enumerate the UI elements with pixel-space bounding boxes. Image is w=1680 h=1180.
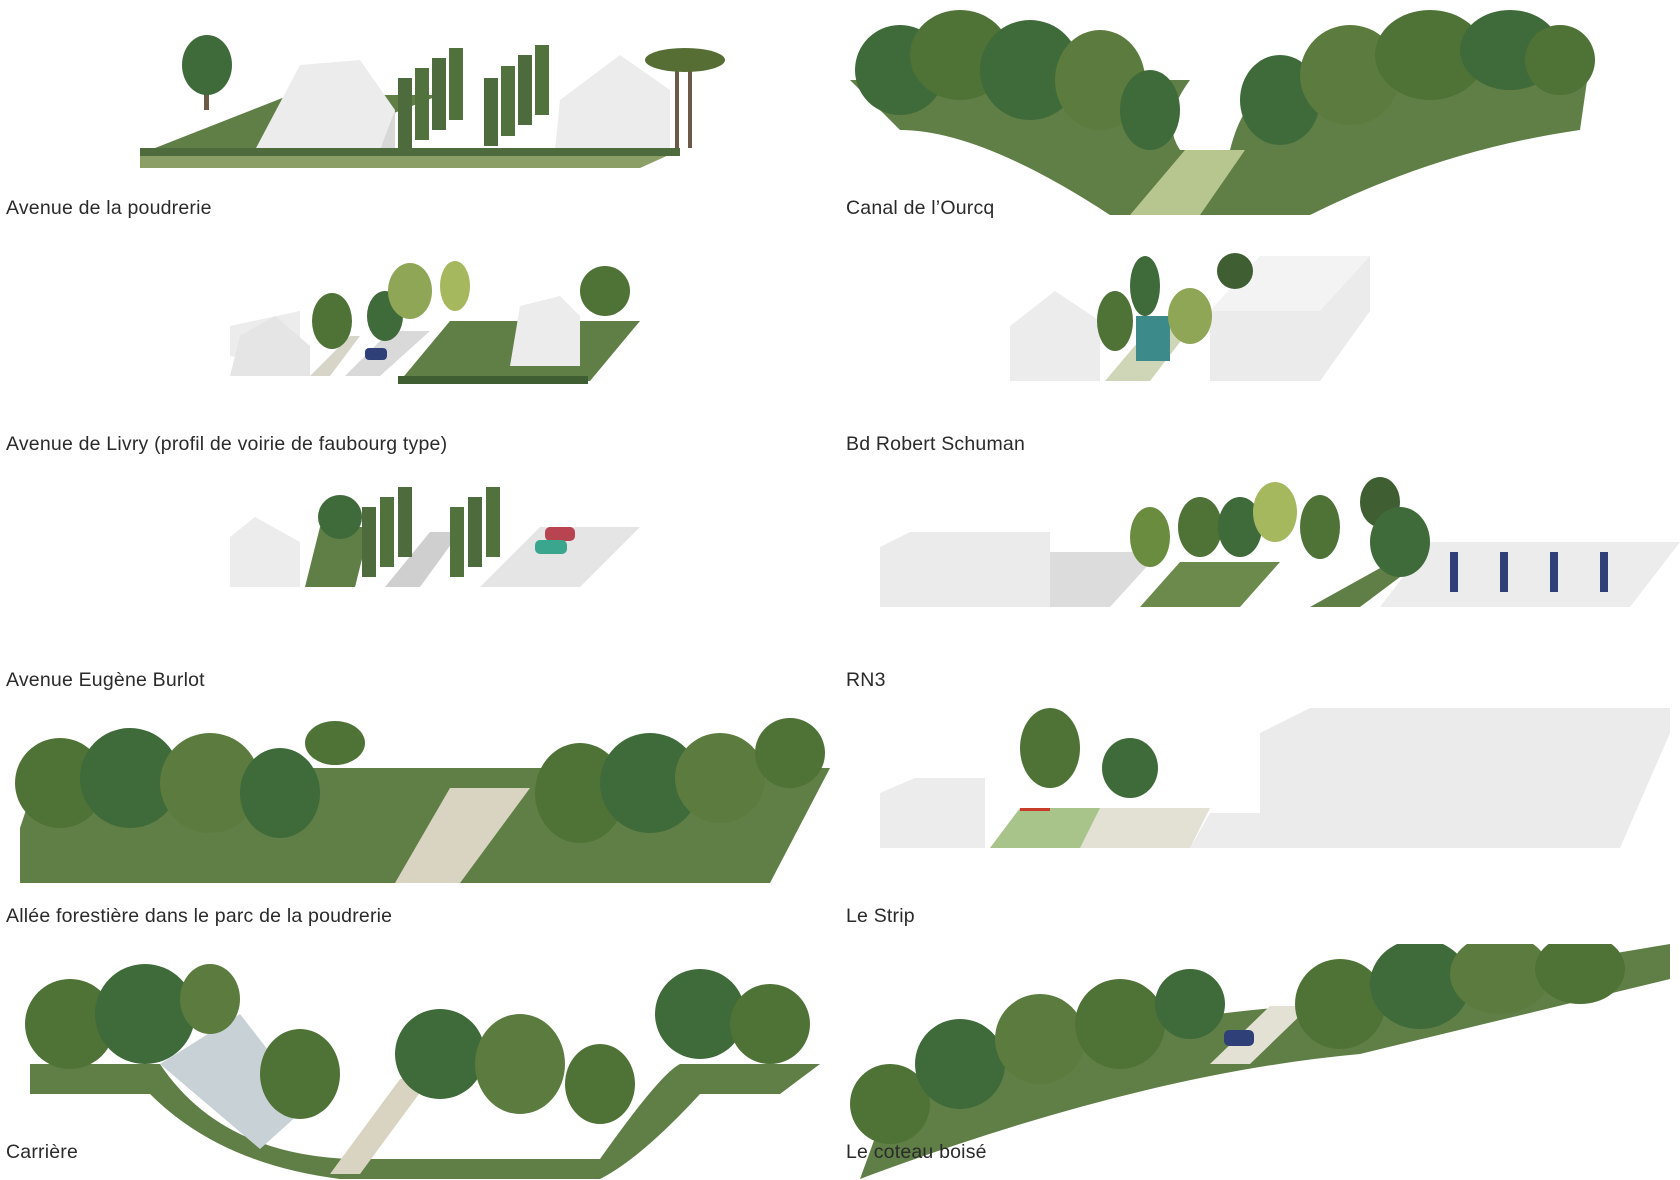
forest-left (25, 964, 240, 1069)
round-tree (182, 35, 232, 110)
section-poudrerie: Avenue de la poudrerie (0, 0, 840, 236)
columnar-tree-row (398, 45, 549, 148)
road (385, 532, 460, 587)
section-schuman: Bd Robert Schuman (840, 236, 1680, 472)
section-caption: Avenue de la poudrerie (6, 197, 212, 219)
section-carriere: Carrière (0, 944, 840, 1180)
section-schuman-illustration (1010, 253, 1370, 381)
umbrella-pine (645, 48, 725, 150)
car (535, 540, 567, 554)
section-rn3: RN3 (840, 472, 1680, 708)
street-trees (1097, 253, 1253, 351)
forest-right (1295, 944, 1625, 1049)
section-strip-illustration (880, 708, 1670, 848)
columnar-tree-row (362, 487, 500, 577)
white-building (555, 55, 670, 150)
rock-face (160, 1014, 310, 1149)
lawn (305, 527, 370, 587)
low-block (1050, 552, 1160, 607)
section-carriere-illustration (25, 964, 820, 1179)
road (345, 331, 430, 376)
section-caption: Carrière (6, 1141, 79, 1163)
section-caption: Allée forestière dans le parc de la poud… (6, 905, 393, 927)
section-burlot-illustration (230, 487, 640, 587)
car (365, 348, 387, 360)
section-coteau: Le coteau boisé (840, 944, 1680, 1180)
section-ourcq-illustration (850, 10, 1595, 215)
section-poudrerie-illustration (140, 35, 725, 168)
quarry-basin (30, 1064, 820, 1179)
section-caption: Avenue de Livry (profil de voirie de fau… (6, 433, 448, 455)
forest-left (855, 10, 1180, 150)
forest-left (850, 969, 1225, 1144)
forest-left (15, 721, 365, 838)
section-allee: Allée forestière dans le parc de la poud… (0, 708, 840, 944)
tree-strip (1140, 562, 1280, 607)
hedge-strip (398, 376, 588, 384)
parking (480, 527, 640, 587)
white-building (230, 517, 300, 587)
section-livry: Avenue de Livry (profil de voirie de fau… (0, 236, 840, 472)
white-building (1010, 291, 1100, 381)
section-strip: Le Strip (840, 708, 1680, 944)
section-rn3-illustration (880, 477, 1680, 607)
round-tree (1020, 708, 1080, 788)
forest-right (655, 969, 810, 1064)
parked-cars (1450, 552, 1608, 592)
forest-center (260, 1009, 635, 1124)
forest-right (535, 718, 825, 843)
section-caption: Le coteau boisé (846, 1141, 987, 1163)
building-shade (380, 110, 395, 150)
sidewalk (310, 336, 360, 376)
round-tree (1102, 738, 1158, 798)
section-caption: RN3 (846, 669, 886, 691)
white-building (880, 778, 985, 848)
section-ourcq: Canal de l’Ourcq (840, 0, 1680, 236)
low-building (1190, 813, 1260, 848)
forest-right (1240, 10, 1595, 145)
canal-water (1130, 150, 1245, 215)
white-block (880, 532, 1050, 607)
large-white-block (1260, 708, 1670, 848)
street-trees (312, 261, 630, 349)
swing-set (1020, 808, 1050, 811)
forest-path (395, 788, 530, 883)
street-trees (1130, 477, 1430, 577)
section-caption: Bd Robert Schuman (846, 433, 1025, 455)
section-coteau-illustration (850, 944, 1670, 1179)
section-burlot: Avenue Eugène Burlot (0, 472, 840, 708)
white-building (230, 316, 310, 376)
section-caption: Avenue Eugène Burlot (6, 669, 205, 691)
section-livry-illustration (230, 261, 640, 384)
section-allee-illustration (15, 718, 830, 883)
playground-lawn (990, 808, 1100, 848)
road (1210, 1006, 1310, 1064)
section-caption: Le Strip (846, 905, 915, 927)
white-building (510, 296, 580, 366)
car (545, 527, 575, 541)
bus (1136, 316, 1170, 361)
white-building (255, 60, 395, 150)
section-caption: Canal de l’Ourcq (846, 197, 995, 219)
hedge-strip (140, 148, 680, 156)
quarry-path (330, 1079, 430, 1174)
round-tree (318, 495, 362, 539)
car (1224, 1030, 1254, 1046)
